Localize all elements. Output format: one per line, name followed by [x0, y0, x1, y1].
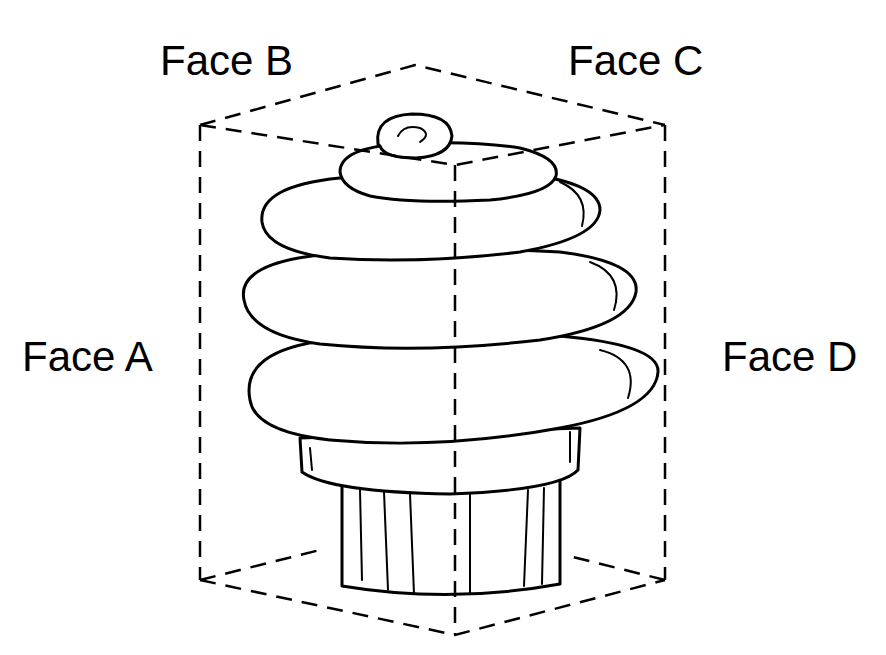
spiral-tip: [378, 114, 452, 158]
bulb-base: [342, 478, 560, 595]
base-ridges: [360, 488, 544, 594]
spiral-coil: [340, 143, 556, 202]
face-label: Face D: [720, 336, 859, 378]
face-label: Face B: [158, 40, 295, 82]
face-label: Face C: [566, 40, 705, 82]
spiral-coil: [243, 249, 636, 348]
spiral-coil: [249, 334, 658, 443]
face-label: Face A: [20, 336, 155, 378]
bounding-box: [200, 65, 665, 635]
